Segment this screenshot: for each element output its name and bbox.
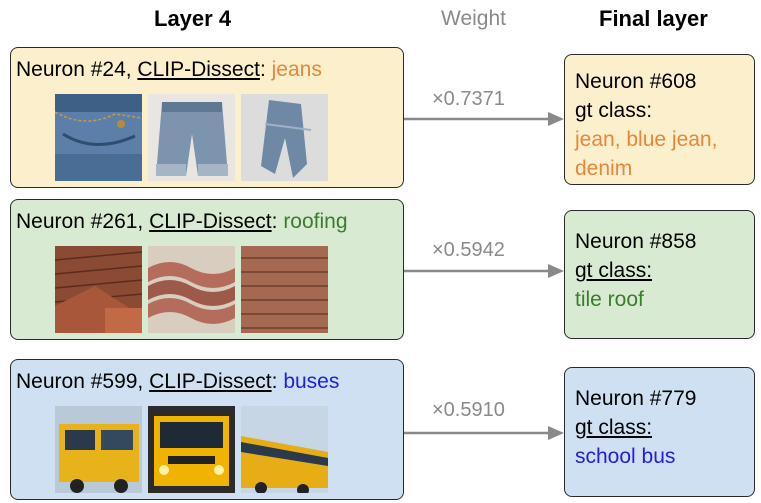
- weight-value: ×0.5910: [432, 399, 505, 421]
- connection-858: ×0.5942: [404, 229, 564, 309]
- bus-photo: [241, 406, 328, 493]
- gt-class-value: denim: [575, 157, 633, 180]
- concept-label: buses: [283, 370, 340, 393]
- roof-photo: [241, 246, 328, 333]
- roof-photo: [148, 246, 235, 333]
- method-label: CLIP-Dissect: [137, 58, 260, 81]
- neuron-id: Neuron #599,: [16, 370, 150, 393]
- arrow-icon: [404, 112, 564, 126]
- layer4-header: Layer 4: [154, 6, 232, 31]
- layer4-neuron-card-599: Neuron #599, CLIP-Dissect: buses: [10, 359, 404, 500]
- connection-608: ×0.7371: [404, 78, 564, 158]
- gt-class-label: gt class:: [575, 416, 653, 439]
- layer4-neuron-card-261: Neuron #261, CLIP-Dissect: roofing: [10, 199, 404, 340]
- gt-class-value: school bus: [575, 445, 676, 468]
- concept-label: roofing: [283, 210, 348, 233]
- bus-photo: [55, 406, 142, 493]
- final-neuron-id: Neuron #779: [575, 387, 697, 410]
- weight-value: ×0.7371: [432, 88, 505, 110]
- gt-class-label: gt class:: [575, 259, 653, 282]
- neuron-title: Neuron #24, CLIP-Dissect: jeans: [16, 58, 322, 82]
- arrow-icon: [404, 426, 564, 440]
- final-neuron-card-608: Neuron #608 gt class: jean, blue jean, d…: [564, 54, 755, 185]
- final-neuron-id: Neuron #858: [575, 230, 697, 253]
- separator: :: [271, 210, 284, 233]
- separator: :: [271, 370, 284, 393]
- arrow-icon: [404, 264, 564, 278]
- bus-photo: [148, 406, 235, 493]
- layer4-neuron-card-24: Neuron #24, CLIP-Dissect: jeans: [10, 47, 404, 188]
- gt-class-label: gt class:: [575, 99, 653, 122]
- neuron-title: Neuron #261, CLIP-Dissect: roofing: [16, 210, 348, 234]
- jeans-photo: [148, 94, 235, 181]
- roof-photo: [55, 246, 142, 333]
- concept-label: jeans: [271, 58, 322, 81]
- separator: :: [259, 58, 272, 81]
- method-label: CLIP-Dissect: [149, 370, 272, 393]
- gt-class-value: jean, blue jean,: [575, 128, 718, 151]
- jeans-photo: [55, 94, 142, 181]
- gt-class-value: tile roof: [575, 288, 644, 311]
- connection-779: ×0.5910: [404, 389, 564, 469]
- final-layer-header: Final layer: [599, 6, 708, 31]
- final-neuron-id: Neuron #608: [575, 70, 697, 93]
- jeans-photo: [241, 94, 328, 181]
- neuron-id: Neuron #261,: [16, 210, 150, 233]
- method-label: CLIP-Dissect: [149, 210, 272, 233]
- neuron-title: Neuron #599, CLIP-Dissect: buses: [16, 370, 339, 394]
- weight-value: ×0.5942: [432, 239, 505, 261]
- neuron-id: Neuron #24,: [16, 58, 138, 81]
- final-neuron-card-779: Neuron #779 gt class: school bus: [564, 367, 755, 497]
- weight-header: Weight: [441, 7, 506, 30]
- final-neuron-card-858: Neuron #858 gt class: tile roof: [564, 210, 755, 339]
